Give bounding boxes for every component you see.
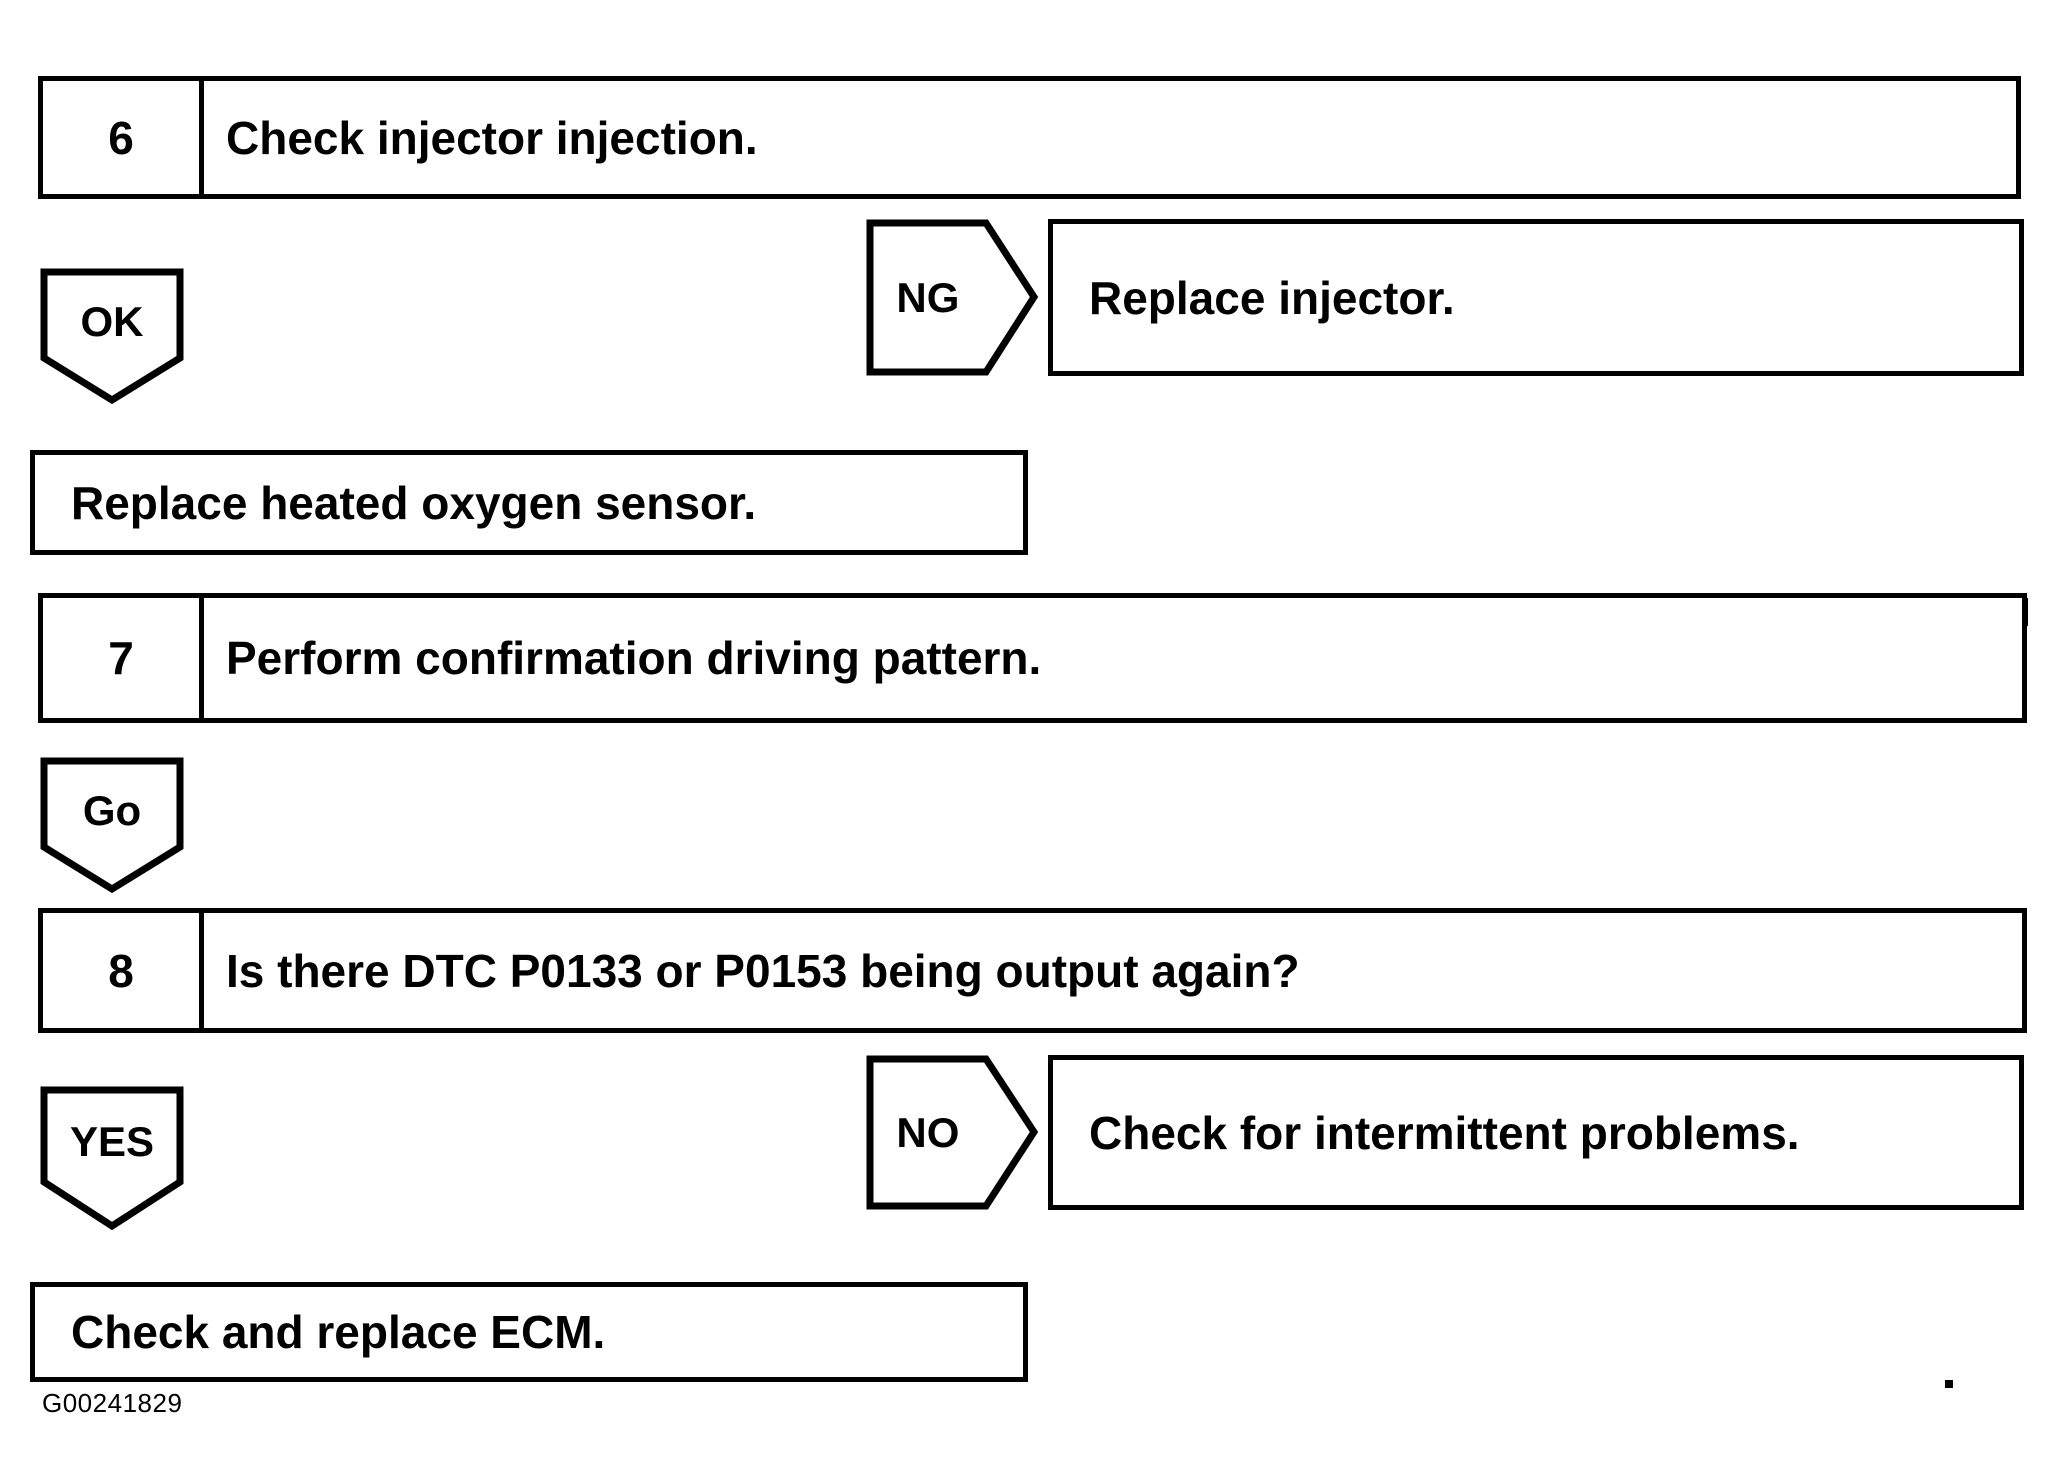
step-number-6: 6 bbox=[43, 81, 204, 194]
step-text-8: Is there DTC P0133 or P0153 being output… bbox=[226, 944, 1300, 997]
branch-arrow-yes: YES bbox=[40, 1086, 184, 1230]
ng-arrow-shape bbox=[866, 219, 1038, 376]
action-box-replace-injector: Replace injector. bbox=[1048, 219, 2024, 376]
go-pentagon-shape bbox=[40, 757, 184, 893]
step-box-6: 6 Check injector injection. bbox=[38, 76, 2021, 199]
step-text-7: Perform confirmation driving pattern. bbox=[226, 632, 1042, 684]
step-number-8: 8 bbox=[43, 913, 204, 1028]
branch-arrow-ng: NG bbox=[866, 219, 1038, 376]
yes-pentagon-shape bbox=[40, 1086, 184, 1230]
figure-caption: G00241829 bbox=[42, 1388, 183, 1418]
action-box-check-intermittent-problems: Check for intermittent problems. bbox=[1048, 1055, 2024, 1210]
branch-arrow-go: Go bbox=[40, 757, 184, 893]
branch-arrow-ok: OK bbox=[40, 268, 184, 404]
step-box-7: 7 Perform confirmation driving pattern. bbox=[38, 593, 2027, 723]
action-box-replace-heated-oxygen-sensor: Replace heated oxygen sensor. bbox=[30, 450, 1028, 555]
corner-tick-step-7 bbox=[2022, 598, 2028, 626]
branch-arrow-no: NO bbox=[866, 1055, 1038, 1210]
ok-pentagon-shape bbox=[40, 268, 184, 404]
step-box-8: 8 Is there DTC P0133 or P0153 being outp… bbox=[38, 908, 2027, 1033]
page-mark-tick bbox=[1945, 1380, 1953, 1388]
step-text-6: Check injector injection. bbox=[226, 111, 758, 164]
no-arrow-shape bbox=[866, 1055, 1038, 1210]
action-box-check-replace-ecm: Check and replace ECM. bbox=[30, 1282, 1028, 1382]
step-number-7: 7 bbox=[43, 598, 204, 718]
